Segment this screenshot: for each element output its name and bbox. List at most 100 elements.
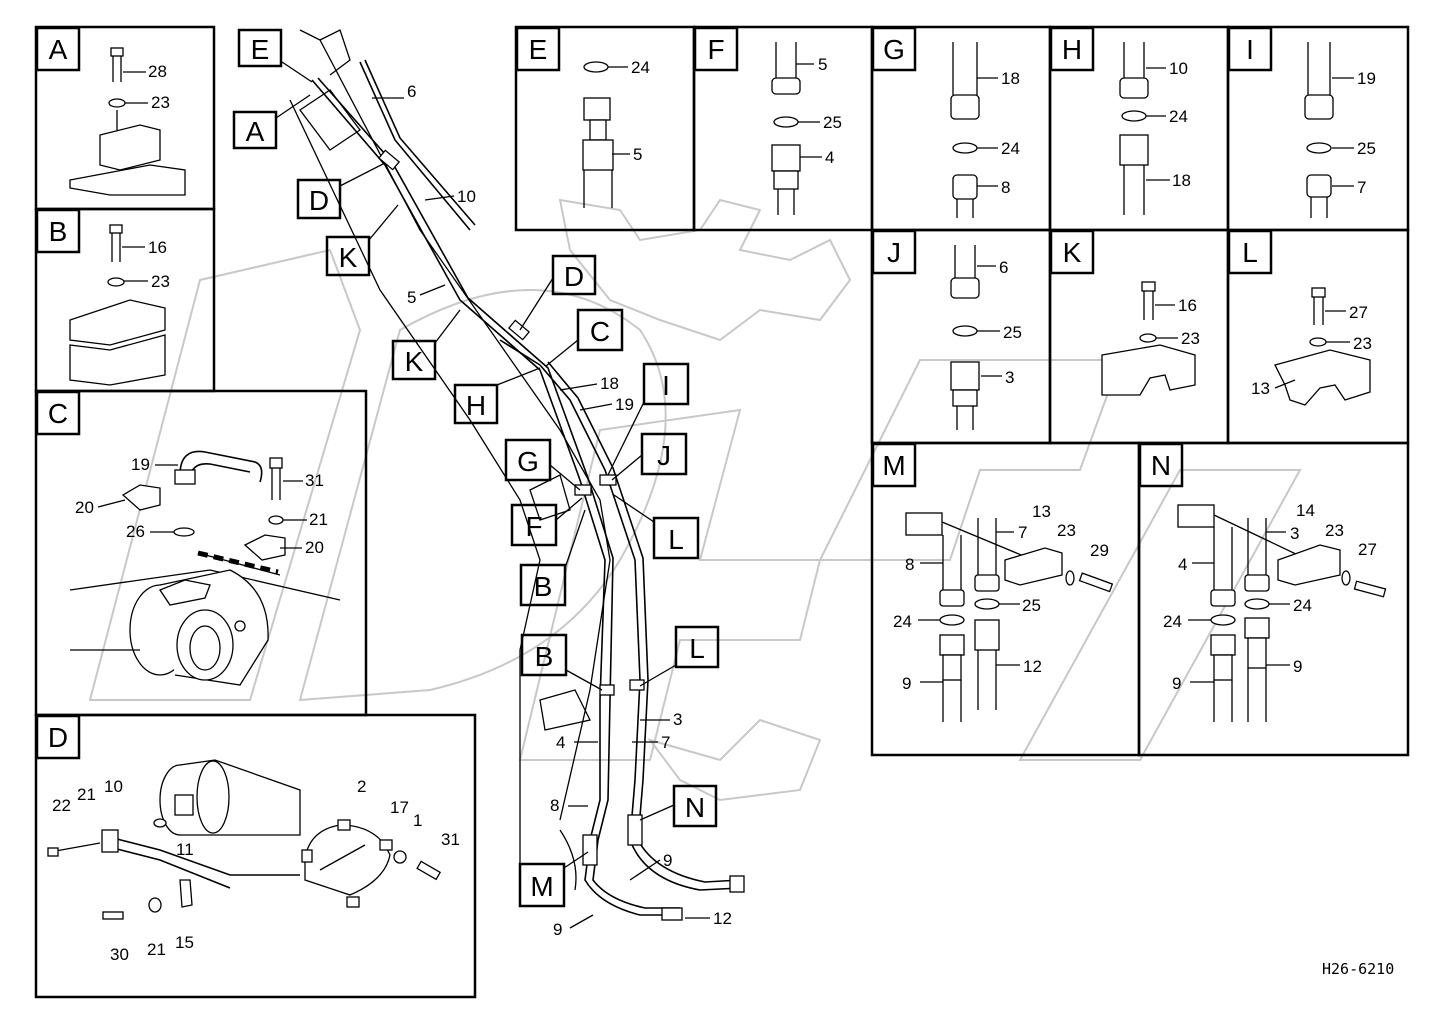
part-number: 23 (1057, 521, 1076, 540)
part-number: 10 (1169, 59, 1188, 78)
part-number: 19 (615, 395, 634, 414)
svg-text:C: C (590, 316, 610, 347)
panel-letter-k: K (1049, 229, 1095, 275)
part-number: 9 (663, 851, 672, 870)
callout-i: I (642, 362, 690, 406)
part-number: 19 (1357, 69, 1376, 88)
panel-letter-c: C (35, 390, 81, 436)
part-number: 1 (413, 811, 422, 830)
part-number: 19 (131, 455, 150, 474)
panel-g-drawing: 18 24 8 (950, 42, 1020, 218)
panel-letter-e: E (515, 26, 561, 72)
part-number: 5 (818, 55, 827, 74)
svg-text:M: M (530, 871, 553, 902)
panel-letter-j: J (871, 229, 917, 275)
callout-l-2: L (674, 625, 720, 669)
svg-text:F: F (525, 511, 542, 542)
part-number: 10 (104, 777, 123, 796)
svg-text:D: D (48, 722, 68, 753)
callout-n: N (672, 784, 718, 828)
svg-text:G: G (883, 34, 905, 65)
part-number: 24 (1163, 612, 1182, 631)
part-number: 28 (148, 62, 167, 81)
part-number: 25 (823, 113, 842, 132)
part-number: 9 (1293, 657, 1302, 676)
callout-g: G (504, 438, 552, 482)
svg-text:D: D (309, 185, 329, 216)
part-number: 15 (175, 933, 194, 952)
part-number: 21 (147, 940, 166, 959)
svg-text:I: I (662, 370, 670, 401)
svg-text:E: E (251, 34, 270, 65)
part-number: 27 (1358, 540, 1377, 559)
panel-h-drawing: 10 24 18 (1119, 42, 1191, 215)
panel-d-drawing: 22 21 10 2 17 1 31 11 30 21 15 (47, 759, 460, 964)
part-number: 9 (553, 920, 562, 939)
callout-c: C (576, 308, 624, 352)
panel-letter-m: M (871, 442, 917, 488)
part-number: 23 (151, 272, 170, 291)
part-number: 2 (357, 777, 366, 796)
part-number: 23 (1325, 521, 1344, 540)
panel-letter-i: I (1227, 26, 1273, 72)
callout-m: M (518, 862, 566, 908)
part-number: 31 (441, 830, 460, 849)
watermark (88, 198, 1302, 802)
svg-text:L: L (668, 524, 684, 555)
callout-k-2: K (391, 339, 437, 381)
panel-letter-n: N (1138, 442, 1184, 488)
svg-text:G: G (517, 446, 539, 477)
main-callouts: E A D K K D H C I G J F L B B L N M (232, 28, 720, 908)
part-number: 20 (75, 498, 94, 517)
detail-panel-frames (34, 25, 1410, 999)
svg-text:M: M (882, 450, 905, 481)
svg-text:E: E (529, 34, 548, 65)
part-number: 24 (1169, 107, 1188, 126)
svg-text:B: B (535, 641, 554, 672)
panel-letter-h: H (1049, 26, 1095, 72)
part-number: 17 (390, 798, 409, 817)
panel-c-drawing: 19 31 20 21 26 20 (69, 450, 341, 686)
callout-f: F (510, 503, 558, 547)
panel-b-drawing: 16 23 (69, 224, 170, 386)
part-number: 11 (176, 840, 194, 859)
panel-letters: A B C D E F G H I J K L M N (35, 26, 1273, 760)
callout-b-2: B (520, 633, 568, 677)
panel-e-drawing: 24 5 (582, 58, 650, 208)
callout-b: B (519, 563, 567, 607)
panel-j-drawing: 6 25 3 (950, 245, 1022, 430)
callout-j: J (640, 432, 688, 476)
part-number: 24 (1293, 596, 1312, 615)
svg-text:H: H (466, 390, 486, 421)
part-number: 18 (1001, 69, 1020, 88)
part-number: 5 (633, 145, 642, 164)
svg-text:I: I (1246, 34, 1254, 65)
svg-text:B: B (49, 216, 68, 247)
svg-text:H: H (1062, 34, 1082, 65)
svg-text:A: A (49, 34, 68, 65)
part-number: 23 (1353, 334, 1372, 353)
panel-k-drawing: 16 23 (1101, 281, 1200, 396)
part-number: 23 (151, 93, 170, 112)
part-number: 8 (905, 555, 914, 574)
part-number: 25 (1357, 139, 1376, 158)
panel-f-drawing: 5 25 4 (771, 42, 842, 215)
part-number: 12 (713, 909, 732, 928)
part-number: 24 (893, 612, 912, 631)
svg-text:K: K (339, 242, 358, 273)
part-number: 31 (305, 471, 324, 490)
callout-a: A (232, 110, 278, 150)
svg-text:D: D (564, 261, 584, 292)
panel-letter-g: G (871, 26, 917, 72)
svg-text:K: K (1063, 237, 1082, 268)
panel-letter-b: B (35, 208, 81, 254)
panel-i-drawing: 19 25 7 (1304, 42, 1376, 218)
panel-n-drawing: 14 3 23 27 4 24 24 9 9 (1163, 501, 1387, 722)
svg-text:N: N (1151, 450, 1171, 481)
panel-letter-f: F (693, 26, 739, 72)
panel-l-drawing: 27 23 13 (1251, 287, 1372, 406)
part-number: 30 (110, 945, 129, 964)
svg-text:L: L (1242, 237, 1258, 268)
part-number: 6 (999, 258, 1008, 277)
svg-text:K: K (405, 346, 424, 377)
